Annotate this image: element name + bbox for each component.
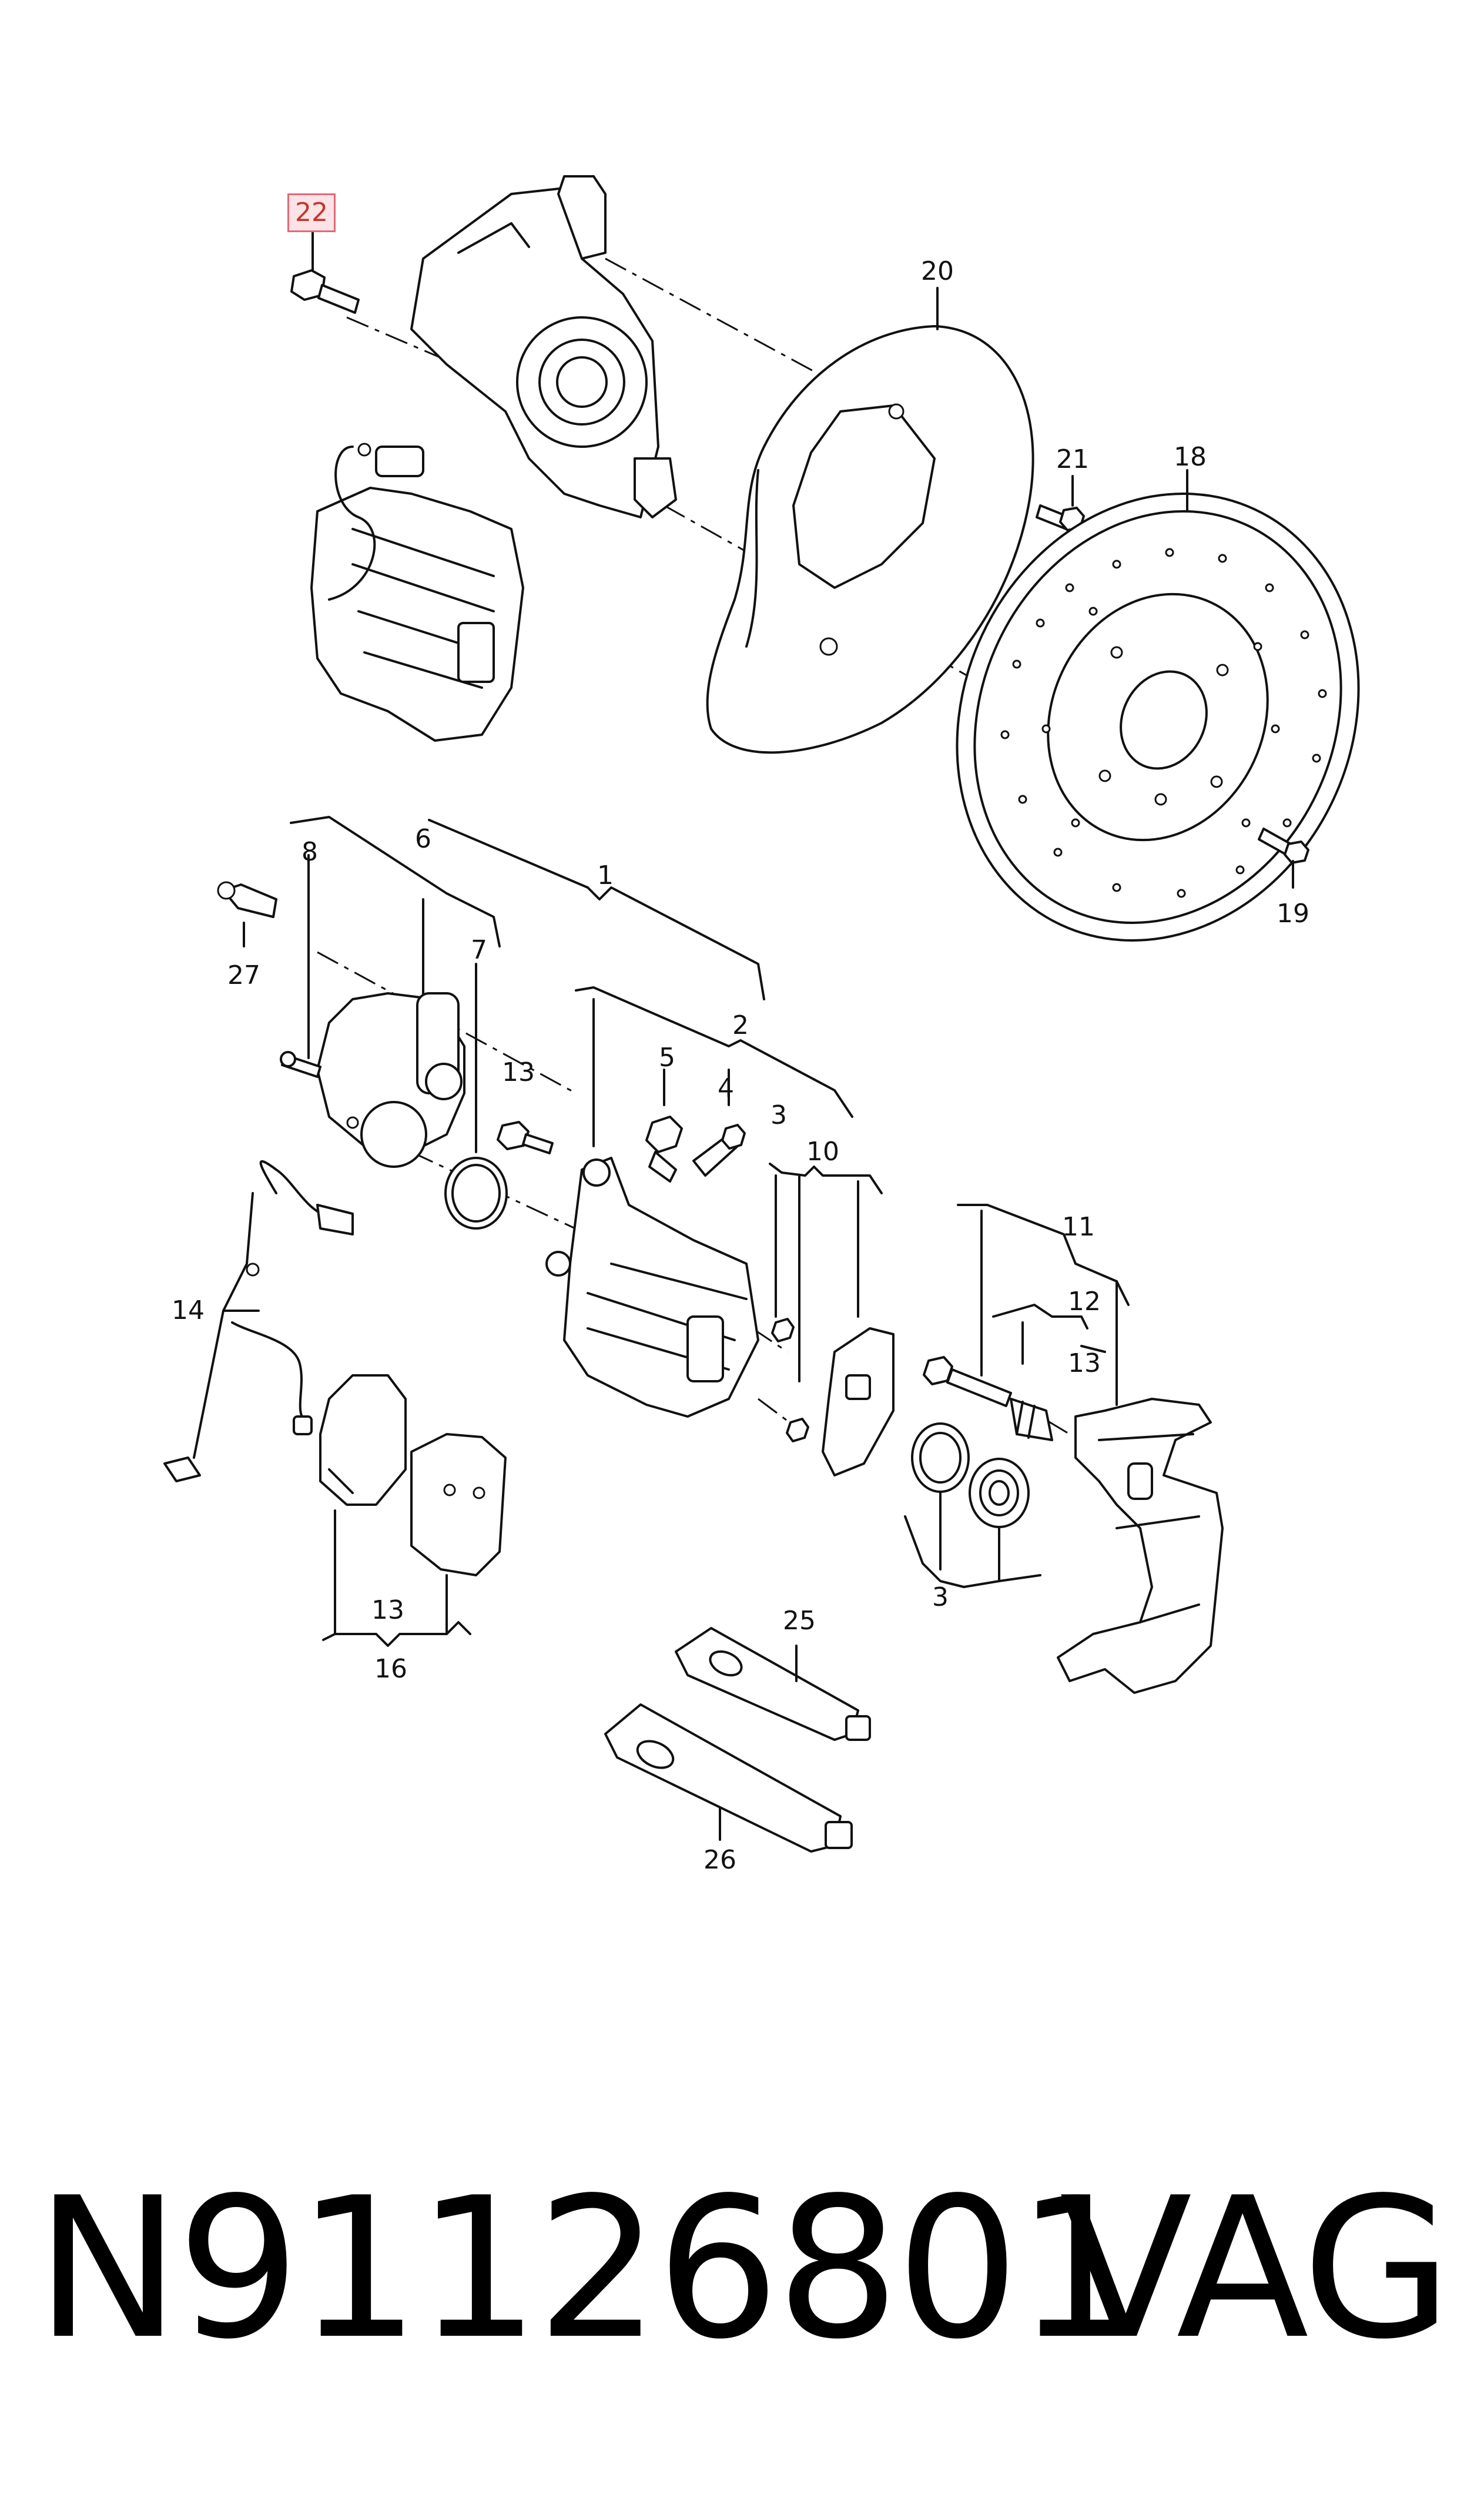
callout-16: 16 <box>374 1654 407 1684</box>
brand-name: VAG <box>1059 2156 1452 2382</box>
pad-wear-plate-10 <box>771 1318 895 1476</box>
bracket-3 <box>904 1515 1041 1588</box>
brake-pad-16-a <box>319 1374 407 1506</box>
callout-13-b: 13 <box>1068 1348 1101 1378</box>
sensor-27 <box>217 881 277 947</box>
screw-13-a <box>497 1121 554 1154</box>
callout-3-b: 3 <box>932 1582 949 1612</box>
bolt-19 <box>1258 828 1309 889</box>
callout-19: 19 <box>1277 899 1309 929</box>
screw-8 <box>280 1051 321 1078</box>
callout-6: 6 <box>415 824 431 854</box>
grease-tube-25 <box>675 1627 871 1741</box>
part-number: N91126801 <box>35 2156 1140 2382</box>
callout-26: 26 <box>704 1845 736 1875</box>
callout-21: 21 <box>1056 444 1089 474</box>
callout-2: 2 <box>732 1010 749 1040</box>
brake-caliper-1 <box>545 1157 759 1418</box>
guide-pin-11 <box>923 1356 1012 1407</box>
callout-13-c: 13 <box>371 1595 404 1625</box>
callout-8: 8 <box>302 837 318 867</box>
bracket-16 <box>322 1509 471 1647</box>
exploded-parts-diagram: 22 20 21 18 19 6 1 8 7 27 2 5 13 4 3 10 … <box>163 175 1360 1875</box>
bushing-12 <box>1010 1398 1053 1441</box>
brake-pad-16-b <box>410 1433 507 1576</box>
footer-caption: N91126801 VAG <box>0 2128 1484 2410</box>
brake-disc <box>956 493 1360 942</box>
callout-20: 20 <box>921 256 954 286</box>
callout-12: 12 <box>1068 1287 1101 1317</box>
disc-cross-drill-holes <box>1000 548 1327 898</box>
callout-3-a: 3 <box>771 1100 787 1130</box>
caliper-assembly-top <box>310 443 524 742</box>
parts-drawing <box>163 175 1360 1853</box>
bolt-21 <box>1036 475 1085 531</box>
seal-ring-3-b <box>969 1458 1030 1528</box>
callout-10: 10 <box>806 1137 839 1167</box>
splash-shield <box>706 325 1034 754</box>
callout-25: 25 <box>783 1606 816 1636</box>
steering-knuckle <box>410 175 677 518</box>
callout-4: 4 <box>718 1073 734 1103</box>
grease-tube-26 <box>604 1703 853 1853</box>
callout-18: 18 <box>1174 442 1207 472</box>
bolt-22 <box>290 231 360 314</box>
callout-7: 7 <box>471 935 487 965</box>
o-ring-7 <box>444 1157 508 1230</box>
callout-22: 22 <box>287 193 336 232</box>
callout-13-a: 13 <box>502 1057 535 1087</box>
callout-1: 1 <box>597 860 614 890</box>
callout-14: 14 <box>172 1295 205 1325</box>
seal-ring-3-a <box>911 1422 970 1493</box>
bleeder-valve-4 <box>692 1124 746 1177</box>
callout-5: 5 <box>659 1043 675 1073</box>
grouping-brackets <box>290 816 1130 1406</box>
callout-27: 27 <box>227 960 260 990</box>
bleeder-cap-5 <box>645 1116 683 1183</box>
caliper-carrier <box>1057 1398 1224 1694</box>
callout-11: 11 <box>1062 1212 1095 1242</box>
caliper-housing-6 <box>316 992 465 1168</box>
